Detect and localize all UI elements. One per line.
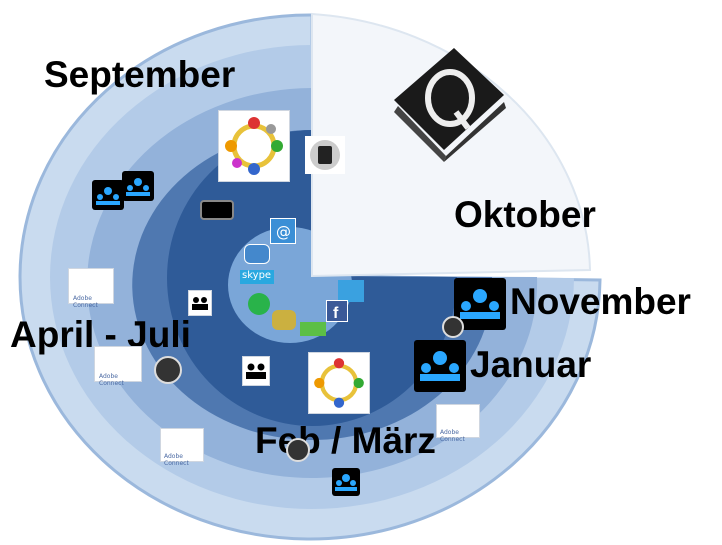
label-november: November <box>510 281 691 322</box>
label-september: September <box>44 54 236 95</box>
tape-icon <box>200 200 234 220</box>
video-conference-icon <box>332 468 360 496</box>
video-conference-icon <box>122 171 154 201</box>
chat-icon <box>244 244 270 264</box>
twitter-icon <box>338 280 364 302</box>
adobe-connect-label: Adobe Connect <box>440 429 465 443</box>
record-button-icon <box>442 316 464 338</box>
book-icon <box>394 48 506 162</box>
whatsapp-icon <box>248 293 270 315</box>
svg-text:f: f <box>333 305 339 321</box>
skype-label: skype <box>242 270 272 281</box>
chat-icon <box>300 322 326 336</box>
label-feb-maerz: Feb / März <box>255 420 436 461</box>
phone-icon <box>305 136 345 174</box>
email-icon: @ <box>270 218 296 244</box>
record-button-icon <box>286 438 310 462</box>
people-circle-icon <box>308 352 370 414</box>
adobe-connect-icon: Adobe Connect <box>436 404 480 443</box>
video-conference-icon <box>414 340 466 392</box>
group-icon <box>188 290 212 316</box>
missing-wedge <box>311 12 592 278</box>
chat-icon <box>272 310 296 330</box>
record-button-icon <box>154 356 182 384</box>
group-icon <box>242 356 270 386</box>
people-circle-icon <box>218 110 290 182</box>
label-januar: Januar <box>470 344 592 385</box>
adobe-connect-icon: Adobe Connect <box>160 428 204 467</box>
video-conference-icon <box>92 180 124 210</box>
facebook-icon: f <box>326 300 348 322</box>
adobe-connect-label: Adobe Connect <box>99 373 124 387</box>
label-oktober: Oktober <box>454 194 596 235</box>
adobe-connect-icon: Adobe Connect <box>68 268 114 309</box>
adobe-connect-label: Adobe Connect <box>73 295 98 309</box>
skype-icon: skype <box>240 270 274 284</box>
adobe-connect-label: Adobe Connect <box>164 453 189 467</box>
video-conference-icon <box>454 278 506 330</box>
svg-text:@: @ <box>276 223 291 241</box>
adobe-connect-icon: Adobe Connect <box>94 346 142 387</box>
